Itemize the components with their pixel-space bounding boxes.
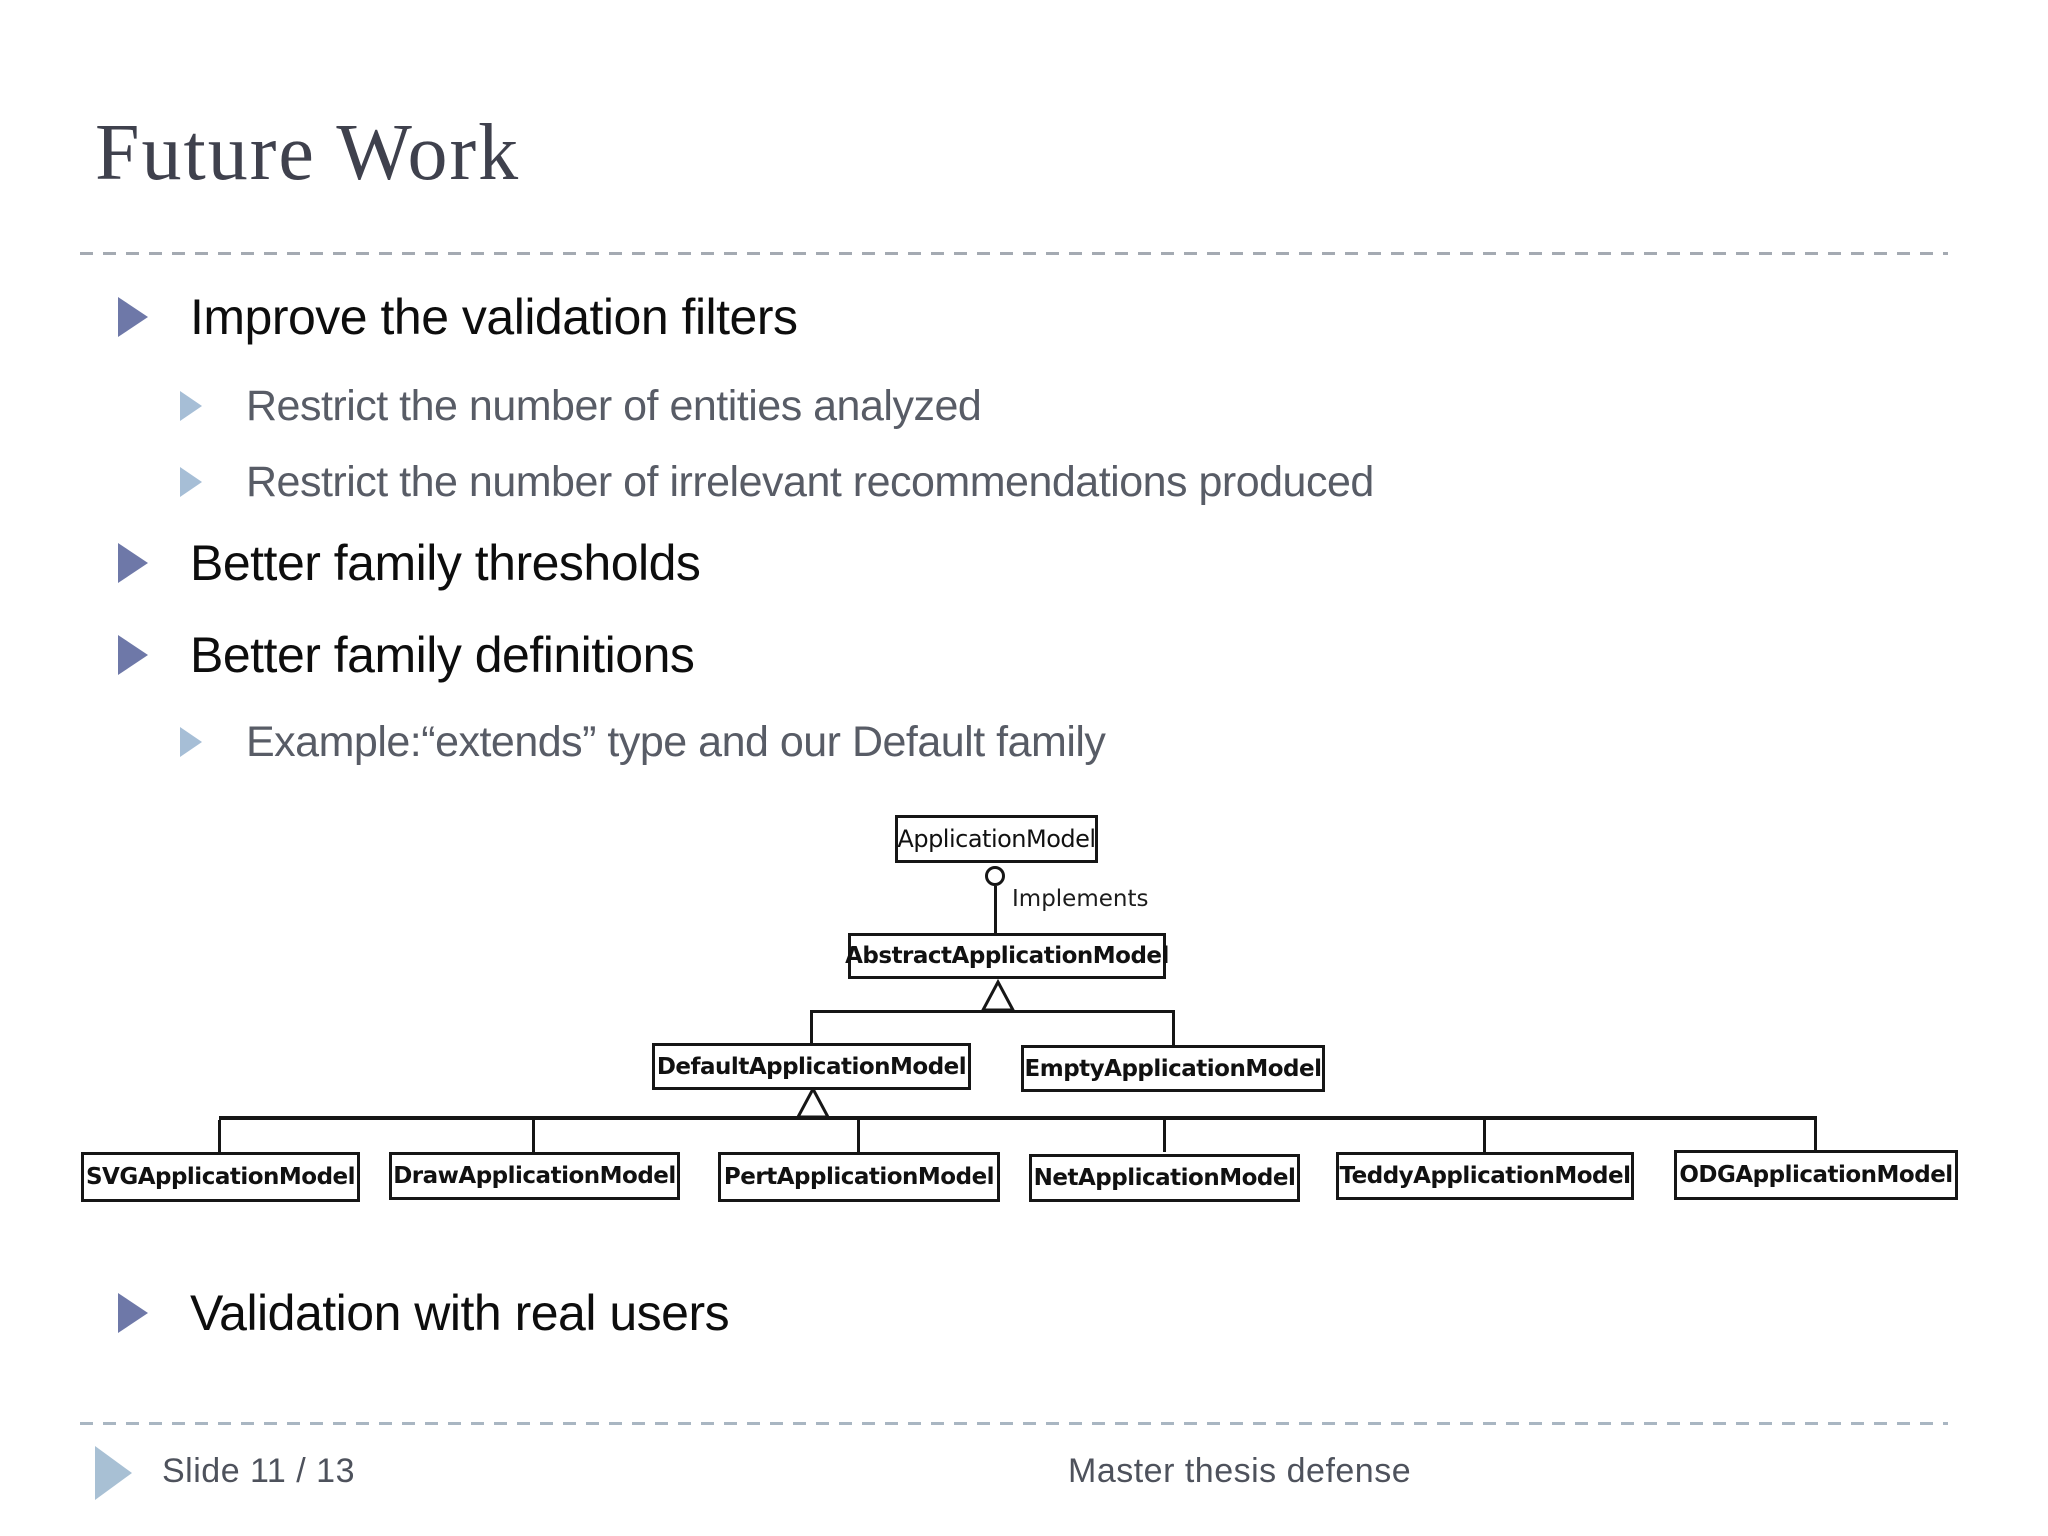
page-title: Future Work <box>95 109 521 197</box>
bullet-text: Improve the validation filters <box>190 289 798 345</box>
uml-class-teddyapplicationmodel: TeddyApplicationModel <box>1336 1152 1634 1200</box>
connector-line <box>1163 1120 1166 1152</box>
uml-class-pertapplicationmodel: PertApplicationModel <box>718 1152 1000 1202</box>
uml-class-emptyapplicationmodel: EmptyApplicationModel <box>1021 1045 1325 1092</box>
uml-class-drawapplicationmodel: DrawApplicationModel <box>389 1152 680 1200</box>
uml-class-svgapplicationmodel: SVGApplicationModel <box>81 1152 360 1202</box>
connector-line <box>810 1010 813 1044</box>
uml-class-defaultapplicationmodel: DefaultApplicationModel <box>652 1043 971 1090</box>
connector-line <box>218 1120 221 1152</box>
bullet-triangle-icon <box>118 1293 148 1333</box>
footer-divider-line <box>80 1422 1948 1425</box>
connector-line <box>532 1120 535 1152</box>
bullet-item: Improve the validation filters <box>118 288 798 346</box>
bullet-triangle-icon <box>180 727 202 757</box>
connector-line <box>219 1116 1817 1120</box>
bullet-text: Better family thresholds <box>190 535 701 591</box>
relation-label: Implements <box>1012 886 1149 912</box>
bullet-text: Restrict the number of irrelevant recomm… <box>246 458 1374 506</box>
slide-number: Slide 11 / 13 <box>162 1452 356 1490</box>
bullet-item: Restrict the number of entities analyzed <box>180 382 982 431</box>
title-divider-line <box>80 252 1948 255</box>
connector-line <box>994 886 997 934</box>
bullet-item: Better family definitions <box>118 626 695 684</box>
uml-class-netapplicationmodel: NetApplicationModel <box>1029 1154 1300 1202</box>
connector-line <box>857 1120 860 1152</box>
footer-caption: Master thesis defense <box>1068 1452 1412 1490</box>
bullet-item: Example:“extends” type and our Default f… <box>180 718 1106 767</box>
bullet-triangle-icon <box>118 543 148 583</box>
uml-class-abstractapplicationmodel: AbstractApplicationModel <box>845 933 1169 979</box>
footer-arrow-icon <box>95 1446 132 1500</box>
bullet-triangle-icon <box>118 297 148 337</box>
bullet-text: Example:“extends” type and our Default f… <box>246 718 1106 766</box>
bullet-triangle-icon <box>118 635 148 675</box>
inheritance-triangle-icon <box>980 979 1016 1012</box>
bullet-triangle-icon <box>180 391 202 421</box>
connector-line <box>1814 1120 1817 1150</box>
interface-lollipop-icon <box>985 866 1005 886</box>
inheritance-triangle-icon <box>795 1086 831 1119</box>
bullet-text: Restrict the number of entities analyzed <box>246 382 982 430</box>
uml-class-odgapplicationmodel: ODGApplicationModel <box>1674 1150 1958 1200</box>
bullet-item: Restrict the number of irrelevant recomm… <box>180 458 1374 507</box>
connector-line <box>811 1010 1175 1013</box>
bullet-text: Validation with real users <box>190 1285 730 1341</box>
bullet-item: Better family thresholds <box>118 534 701 592</box>
bullet-triangle-icon <box>180 467 202 497</box>
bullet-text: Better family definitions <box>190 627 695 683</box>
bullet-item: Validation with real users <box>118 1284 730 1342</box>
uml-class-applicationmodel: ApplicationModel <box>895 815 1098 863</box>
connector-line <box>1483 1120 1486 1152</box>
connector-line <box>1172 1010 1175 1046</box>
